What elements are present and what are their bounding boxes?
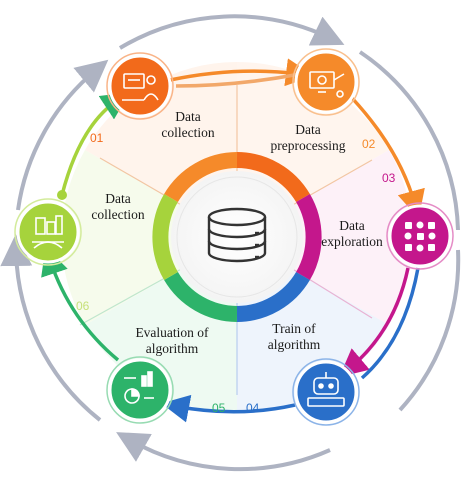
outer-arrow-left-bottom [0, 234, 102, 422]
outer-arrow-bottom [116, 432, 331, 472]
stage-6-number: 06 [76, 299, 90, 313]
outer-cycle-ring [0, 14, 461, 472]
database-icon [207, 207, 267, 263]
outer-arrow-top [118, 14, 345, 50]
node-04[interactable] [292, 358, 360, 426]
stage-6-label-line-2: collection [91, 207, 144, 222]
node-02[interactable] [292, 48, 360, 116]
stage-3-label-line-1: Data [339, 218, 364, 233]
stage-3-label-line-2: exploration [321, 234, 383, 249]
stage-4-number: 04 [246, 401, 260, 415]
stage-1-label-line-2: collection [161, 125, 214, 140]
preprocessing-gear-icon [309, 71, 345, 98]
stage-2-label-line-1: Data [295, 122, 320, 137]
stage-4-label-line-2: algorithm [268, 337, 321, 352]
stage-2-number: 02 [362, 137, 376, 151]
node-06[interactable] [14, 198, 82, 266]
stage-4-label-line-1: Train of [272, 321, 316, 336]
stage-5-label-line-2: algorithm [146, 341, 199, 356]
stage-6-label-line-1: Data [105, 191, 130, 206]
stage-5-label-line-1: Evaluation of [135, 325, 209, 340]
stage-1-number: 01 [90, 131, 104, 145]
segment-labels: Data collection Data preprocessing Data … [91, 109, 383, 356]
stage-1-label-line-1: Data [175, 109, 200, 124]
stage-2-label-line-2: preprocessing [271, 138, 346, 153]
outer-arrow-right-bottom [398, 249, 461, 412]
connector-arrows [41, 58, 425, 423]
node-05[interactable] [106, 356, 174, 424]
outer-arrow-right-top [358, 50, 460, 231]
center-hub [171, 171, 303, 303]
outer-arrow-left-top [16, 59, 109, 211]
node-01[interactable] [106, 52, 174, 120]
arrow-06-to-01 [60, 92, 130, 196]
deployment-city-icon [32, 215, 64, 249]
step-numbers: 01 02 03 04 05 06 [76, 131, 396, 415]
arrow-02-to-03 [350, 96, 425, 219]
arrow-02-to-01 [175, 72, 301, 88]
arrow-04-back [360, 267, 420, 380]
training-robot-icon [307, 372, 345, 407]
arrow-03-to-04 [339, 267, 410, 378]
arrow-01-to-02 [169, 58, 314, 87]
evaluation-charts-icon [124, 371, 154, 404]
arrow-04-to-05 [161, 394, 296, 423]
arrow-05-to-06 [41, 246, 120, 362]
start-dot [57, 190, 67, 200]
exploration-grid-icon [404, 221, 436, 252]
stage-3-number: 03 [382, 171, 396, 185]
inner-color-ring [152, 152, 322, 322]
data-collection-person-icon [122, 73, 159, 101]
stage-5-number: 05 [212, 401, 226, 415]
node-03[interactable] [386, 202, 454, 270]
